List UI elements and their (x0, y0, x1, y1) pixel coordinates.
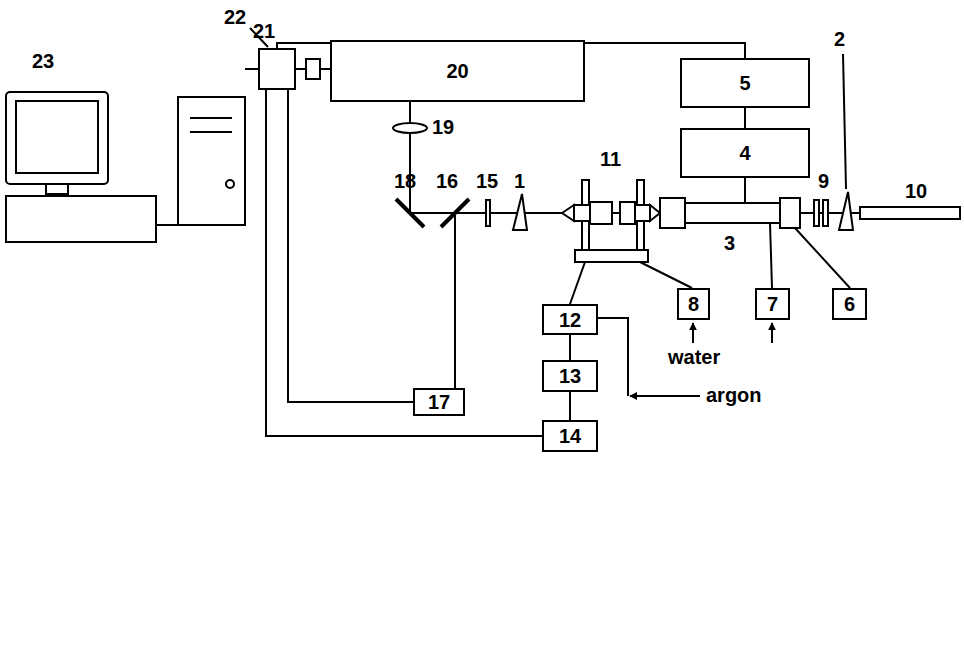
mirror (396, 199, 424, 227)
optical-plate (814, 200, 819, 226)
callout-number: 11 (600, 148, 621, 170)
box-number: 14 (559, 425, 581, 447)
keyboard-cable (156, 224, 178, 226)
device-box: 12 (542, 304, 598, 335)
monitor-stand (46, 184, 68, 194)
gas-line (570, 262, 585, 304)
prism (839, 192, 853, 230)
label-holder: 2 (834, 28, 845, 50)
device-box: 4 (680, 128, 810, 178)
signal-wire (569, 335, 571, 360)
device-box: 8 (677, 288, 710, 320)
callout-number: 18 (394, 170, 416, 192)
drive-slot (190, 117, 232, 119)
box-number: 17 (428, 391, 450, 413)
callout-number: 21 (253, 20, 275, 42)
callout-number: 19 (432, 116, 454, 138)
label-holder: 11 (600, 148, 621, 170)
box-number: 7 (767, 293, 778, 315)
drive-slot (190, 131, 232, 133)
signal-wire (266, 90, 542, 436)
callout-number: 1 (514, 170, 525, 192)
optical-plate (823, 200, 828, 226)
signal-wire (744, 108, 746, 128)
cell-body (635, 205, 650, 221)
callout-number: 15 (476, 170, 498, 192)
cell-electrode (620, 202, 635, 224)
callout-number: 2 (834, 28, 845, 50)
device-box: 7 (755, 288, 790, 320)
light-beam (454, 213, 456, 388)
cell-body (574, 205, 590, 221)
argon-arrow (630, 395, 700, 397)
label-holder: 10 (905, 180, 927, 202)
box-number: 5 (739, 72, 750, 94)
box-number: 20 (446, 60, 468, 82)
label-holder: water (668, 346, 720, 368)
device-box: 6 (832, 288, 867, 320)
callout-number: 9 (818, 170, 829, 192)
optical-plate (486, 200, 490, 226)
callout-number: 3 (724, 232, 735, 254)
monitor (6, 92, 108, 184)
lens (393, 123, 427, 133)
interface-block (306, 59, 320, 79)
label-holder: 1 (514, 170, 525, 192)
box-number: 13 (559, 365, 581, 387)
cable (245, 68, 258, 70)
gas-line (598, 318, 628, 396)
callout-number: 16 (436, 170, 458, 192)
water-line (640, 262, 692, 288)
water-line (770, 223, 772, 288)
callout-number: 10 (905, 180, 927, 202)
cell-window (562, 205, 574, 221)
leader-line (843, 54, 846, 189)
light-beam (409, 102, 411, 213)
water-arrow (771, 323, 773, 343)
tube-end (660, 198, 685, 228)
monitor-screen (16, 101, 98, 173)
device-box: 14 (542, 420, 598, 452)
label-holder: 9 (818, 170, 829, 192)
label-holder: 19 (432, 116, 454, 138)
output-rod (860, 207, 960, 219)
computer-tower (178, 97, 245, 225)
device-box: 17 (413, 388, 465, 416)
device-box: 20 (330, 40, 585, 102)
cell-window (650, 205, 660, 221)
label-holder: argon (706, 384, 762, 406)
wire (744, 178, 746, 203)
label-holder: 23 (32, 50, 54, 72)
cell-base (575, 250, 648, 262)
cell-electrode (590, 202, 612, 224)
label-holder: 21 (253, 20, 275, 42)
label-holder: 18 (394, 170, 416, 192)
medium-label: argon (706, 384, 762, 406)
medium-label: water (668, 346, 720, 368)
device-box: 22 (258, 48, 296, 90)
prism (513, 194, 527, 230)
box-number: 22 (224, 6, 246, 28)
water-arrow (692, 323, 694, 343)
device-box: 13 (542, 360, 598, 392)
signal-wire (569, 392, 571, 420)
box-number: 12 (559, 309, 581, 331)
box-number: 6 (844, 293, 855, 315)
keyboard (6, 196, 156, 242)
label-holder: 3 (724, 232, 735, 254)
power-button (226, 180, 234, 188)
laser-tube (685, 203, 780, 223)
box-number: 4 (739, 142, 750, 164)
callout-number: 23 (32, 50, 54, 72)
box-number: 8 (688, 293, 699, 315)
label-holder: 15 (476, 170, 498, 192)
device-box: 5 (680, 58, 810, 108)
wire (795, 228, 850, 288)
signal-wire (288, 90, 413, 402)
tube-end (780, 198, 800, 228)
label-holder: 16 (436, 170, 458, 192)
